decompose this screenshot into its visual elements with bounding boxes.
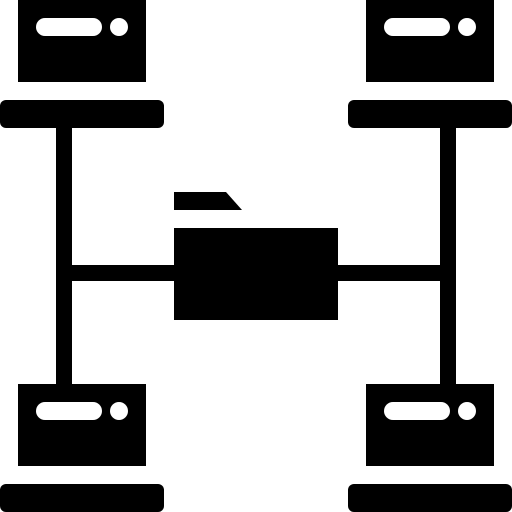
server-top-left-icon [0,0,164,128]
server-bottom-left-indicators [36,402,128,420]
folder-icon [174,192,338,320]
server-top-right-icon [348,0,512,128]
connection-lines [56,128,456,384]
server-top-right-indicators [384,18,476,36]
server-bottom-right-indicators [384,402,476,420]
server-bottom-left-icon [0,384,164,512]
server-bottom-right-icon [348,384,512,512]
server-top-left-indicators [36,18,128,36]
